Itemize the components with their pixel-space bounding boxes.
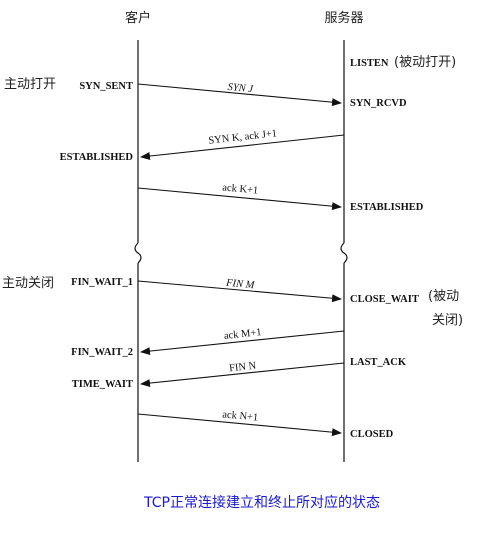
client-state-fin-wait-1: FIN_WAIT_1 bbox=[71, 277, 133, 288]
server-timeline-break bbox=[340, 242, 348, 264]
arrow-syn-j bbox=[137, 83, 342, 107]
client-state-fin-wait-2: FIN_WAIT_2 bbox=[71, 347, 133, 358]
msg-ack-n: ack N+1 bbox=[222, 409, 259, 423]
client-state-established: ESTABLISHED bbox=[60, 152, 134, 163]
server-state-close-wait: CLOSE_WAIT bbox=[350, 294, 419, 305]
msg-ack-k: ack K+1 bbox=[222, 182, 259, 196]
arrow-syn-k-ack bbox=[140, 134, 345, 161]
passive-close-note-line2: 关闭) bbox=[432, 313, 463, 328]
server-state-last-ack: LAST_ACK bbox=[350, 357, 407, 368]
server-state-established: ESTABLISHED bbox=[350, 202, 424, 213]
passive-open-note: (被动打开) bbox=[394, 55, 456, 70]
msg-syn-j: SYN J bbox=[227, 82, 255, 95]
server-header: 服务器 bbox=[324, 10, 363, 26]
arrow-ack-m bbox=[140, 330, 345, 356]
passive-close-note-line1: (被动 bbox=[428, 289, 459, 304]
msg-fin-m: FIN M bbox=[225, 278, 256, 292]
server-state-syn-rcvd: SYN_RCVD bbox=[350, 98, 407, 109]
client-timeline-break bbox=[134, 242, 142, 264]
arrow-ack-n bbox=[137, 413, 342, 437]
diagram-caption: TCP正常连接建立和终止所对应的状态 bbox=[143, 494, 380, 511]
arrow-fin-m bbox=[137, 280, 342, 303]
arrow-ack-k bbox=[137, 187, 342, 211]
client-header: 客户 bbox=[125, 10, 151, 26]
server-state-listen: LISTEN bbox=[350, 58, 389, 69]
client-state-time-wait: TIME_WAIT bbox=[72, 379, 133, 390]
msg-fin-n: FIN N bbox=[229, 361, 258, 375]
active-close-note: 主动关闭 bbox=[2, 276, 54, 291]
msg-ack-m: ack M+1 bbox=[223, 327, 262, 342]
active-open-note: 主动打开 bbox=[4, 77, 56, 92]
client-state-syn-sent: SYN_SENT bbox=[79, 81, 133, 92]
msg-syn-k-ack: SYN K, ack J+1 bbox=[208, 128, 278, 146]
arrow-fin-n bbox=[140, 362, 345, 388]
server-state-closed: CLOSED bbox=[350, 429, 394, 440]
